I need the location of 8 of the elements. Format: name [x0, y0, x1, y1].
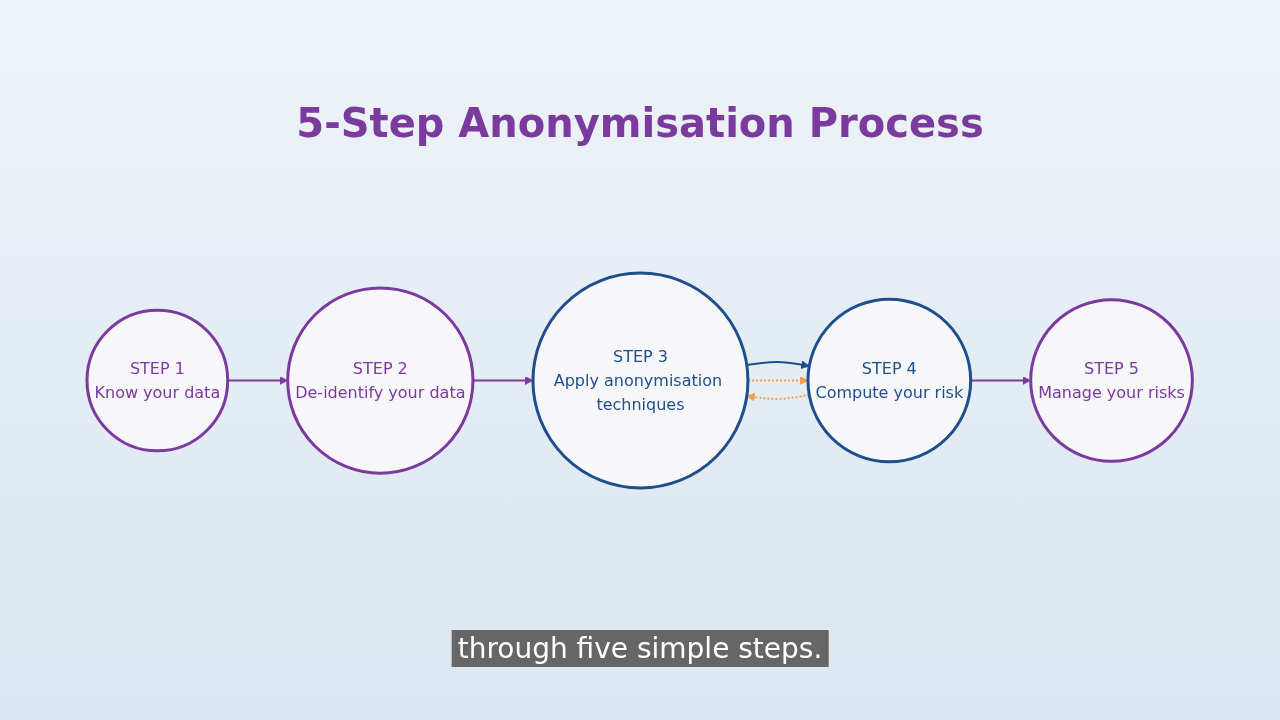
node-circle: STEP 1 Know your data [85, 308, 230, 452]
node-circle: STEP 5 Manage your risks [1029, 297, 1195, 463]
arrow [746, 392, 811, 401]
subtitle-caption: through five simple steps. [451, 630, 829, 667]
diagram-title: 5-Step Anonymisation Process [295, 100, 985, 146]
node-circle: STEP 3 Apply anonymisation techniques [531, 271, 750, 489]
node-circle: STEP 2 De-identify your data [286, 285, 475, 475]
node-circle: STEP 4 Compute your risk [806, 297, 973, 463]
